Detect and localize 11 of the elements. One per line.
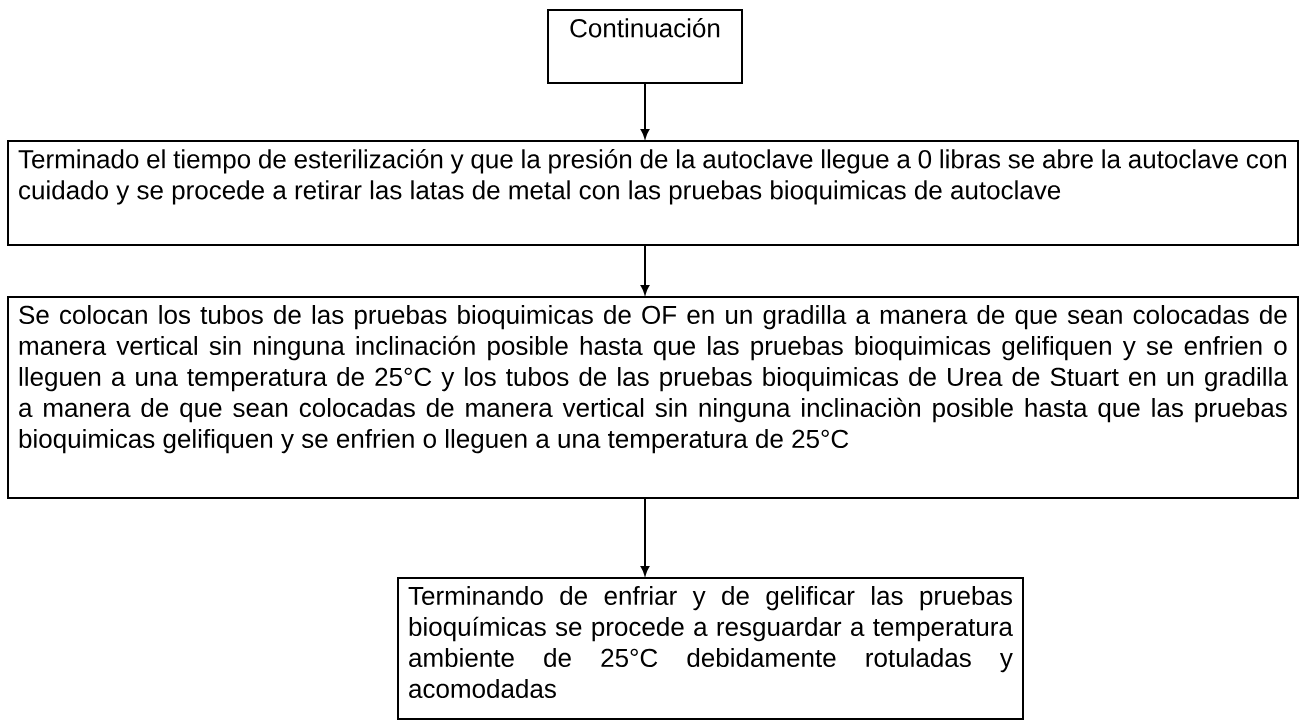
step-text: Terminando de enfriar y de gelificar las pruebas bioquímicas se procede a resguardar a temperatura ambiente de 25°C debidamente rotuladas y acomodadas (408, 586, 1013, 699)
arrow (640, 82, 650, 139)
arrow (640, 497, 650, 576)
arrow (640, 244, 650, 295)
step-text: Terminado el tiempo de esterilización y que la presión de la autoclave llegue a 0 libras se abre la autoclave con cuidado y se procede a retirar las latas de metal con las pruebas bioquimicas de autoclave (18, 149, 1287, 205)
step-text: Se colocan los tubos de las pruebas bioquimicas de OF en un gradilla a manera de que sean colocadas de manera vertical sin ninguna inclinación posible hasta que las pruebas bioquimicas gelifiquen y se enfrien o lleguen a una temperatura de 25°C y los tubos de las pruebas bioquimicas de Urea de Stuart en un gradilla a manera de que sean colocadas de manera vertical sin ninguna inclinaciòn posible hasta que las pruebas bioquimicas gelifiquen y se enfrien o lleguen a una temperatura de 25°C (19, 305, 1288, 454)
process-box (7, 140, 1299, 246)
step-text: Continuación (570, 18, 720, 38)
process-box (7, 296, 1299, 499)
process-box (397, 577, 1024, 720)
process-box (547, 9, 743, 84)
